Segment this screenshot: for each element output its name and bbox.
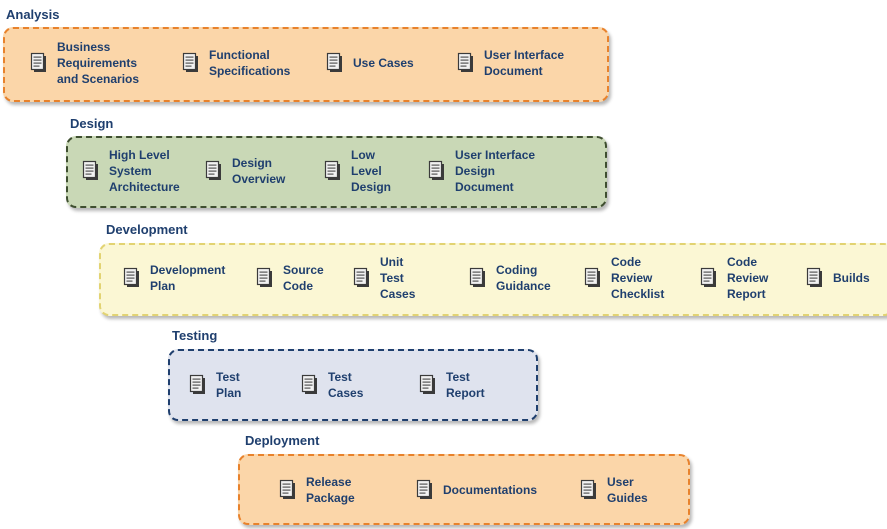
item-release-package: Release Package	[279, 465, 355, 515]
item-coding-guidance: Coding Guidance	[469, 253, 551, 303]
item-label: Use Cases	[353, 56, 414, 70]
document-icon	[301, 374, 318, 395]
item-label: Development Plan	[150, 263, 226, 293]
item-low-level-design: Low Level Design	[324, 146, 391, 196]
document-icon	[353, 267, 370, 288]
phase-title-development: Development	[106, 222, 188, 237]
document-icon	[326, 52, 343, 73]
item-label: Source Code	[283, 263, 324, 293]
document-icon	[700, 267, 717, 288]
item-builds: Builds	[806, 253, 870, 303]
document-icon	[189, 374, 206, 395]
item-label: User Interface Document	[484, 48, 565, 78]
item-user-guides: User Guides	[580, 465, 648, 515]
phase-title-testing: Testing	[172, 328, 218, 343]
item-test-report: Test Report	[419, 360, 485, 410]
document-icon	[428, 160, 445, 181]
item-label: Test Report	[446, 370, 485, 400]
phase-box-analysis	[3, 27, 609, 102]
item-label: Functional Specifications	[209, 48, 291, 78]
item-design-overview: Design Overview	[205, 146, 285, 196]
item-label: Unit Test Cases	[380, 255, 416, 301]
phase-box-deployment	[238, 454, 690, 525]
item-documentations: Documentations	[416, 465, 537, 515]
document-icon	[419, 374, 436, 395]
phase-title-analysis: Analysis	[6, 7, 60, 22]
item-label: Release Package	[306, 475, 355, 505]
document-icon	[324, 160, 341, 181]
item-label: Code Review Checklist	[611, 255, 665, 301]
item-business-requirements: Business Requirements and Scenarios	[30, 38, 139, 88]
item-high-level-system-architecture: High Level System Architecture	[82, 146, 180, 196]
item-user-interface-document: User Interface Document	[457, 38, 564, 88]
document-icon	[580, 479, 597, 500]
item-label: Builds	[833, 271, 870, 285]
document-icon	[457, 52, 474, 73]
item-source-code: Source Code	[256, 253, 324, 303]
document-icon	[82, 160, 99, 181]
item-label: Business Requirements and Scenarios	[57, 40, 140, 86]
item-functional-specifications: Functional Specifications	[182, 38, 290, 88]
item-label: Test Plan	[216, 370, 242, 400]
phase-box-development	[99, 243, 887, 316]
document-icon	[416, 479, 433, 500]
document-icon	[279, 479, 296, 500]
item-label: Design Overview	[232, 156, 286, 186]
document-icon	[30, 52, 47, 73]
item-user-interface-design-document: User Interface Design Document	[428, 146, 535, 196]
item-label: Coding Guidance	[496, 263, 551, 293]
item-code-review-checklist: Code Review Checklist	[584, 253, 664, 303]
item-label: Code Review Report	[727, 255, 769, 301]
document-icon	[469, 267, 486, 288]
document-icon	[123, 267, 140, 288]
item-label: High Level System Architecture	[109, 148, 180, 194]
document-icon	[205, 160, 222, 181]
document-icon	[584, 267, 601, 288]
document-icon	[182, 52, 199, 73]
document-icon	[256, 267, 273, 288]
item-label: User Guides	[607, 475, 648, 505]
item-test-cases: Test Cases	[301, 360, 363, 410]
item-code-review-report: Code Review Report	[700, 253, 768, 303]
phase-box-testing	[168, 349, 538, 421]
phase-title-deployment: Deployment	[245, 433, 320, 448]
item-unit-test-cases: Unit Test Cases	[353, 253, 415, 303]
item-label: Documentations	[443, 483, 538, 497]
item-use-cases: Use Cases	[326, 38, 414, 88]
item-label: User Interface Design Document	[455, 148, 536, 194]
document-icon	[806, 267, 823, 288]
item-test-plan: Test Plan	[189, 360, 241, 410]
phase-title-design: Design	[70, 116, 114, 131]
item-label: Test Cases	[328, 370, 364, 400]
item-label: Low Level Design	[351, 148, 392, 194]
item-development-plan: Development Plan	[123, 253, 225, 303]
